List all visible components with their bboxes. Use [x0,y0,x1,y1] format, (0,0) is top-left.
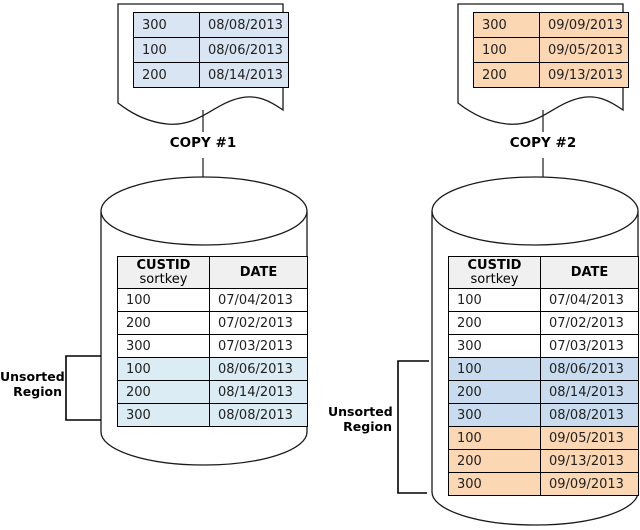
custid-cell: 300 [448,334,541,358]
custid-header-title: CUSTID [136,258,191,273]
custid-cell: 300 [117,334,210,358]
custid-cell: 300 [448,472,541,496]
custid-cell: 300 [117,403,210,427]
custid-cell: 100 [117,357,210,381]
custid-sortkey-header: CUSTID sortkey [448,256,541,289]
date-cell: 07/02/2013 [209,311,308,335]
right-unsorted-region-label: Unsorted Region [328,404,393,434]
right-unsorted-bracket [397,360,429,494]
copy1-label: COPY #1 [169,135,237,151]
custid-sortkey-header: CUSTID sortkey [117,256,210,289]
custid-header-title: CUSTID [467,258,522,273]
header-row: CUSTID sortkey DATE [117,256,308,289]
custid-cell: 200 [117,380,210,404]
custid-cell: 200 [448,449,541,473]
date-cell: 09/13/2013 [539,62,629,88]
date-header: DATE [540,256,639,289]
date-cell: 09/13/2013 [540,449,639,473]
date-cell: 08/14/2013 [540,380,639,404]
date-cell: 09/05/2013 [540,426,639,450]
custid-cell: 300 [473,12,540,38]
date-cell: 08/14/2013 [209,380,308,404]
custid-cell: 100 [117,288,210,312]
date-header: DATE [209,256,308,289]
date-cell: 09/09/2013 [540,472,639,496]
right-cylinder-top [431,176,639,246]
date-cell: 08/06/2013 [199,37,289,63]
date-cell: 07/03/2013 [209,334,308,358]
date-cell: 09/05/2013 [539,37,629,63]
custid-cell: 100 [473,37,540,63]
date-cell: 08/06/2013 [540,357,639,381]
left-unsorted-bracket [65,355,101,421]
date-cell: 07/03/2013 [540,334,639,358]
sortkey-header-subtitle: sortkey [139,272,188,287]
custid-cell: 300 [133,12,200,38]
left-unsorted-region-label: Unsorted Region [0,369,65,399]
date-cell: 08/14/2013 [199,62,289,88]
date-cell: 09/09/2013 [539,12,629,38]
custid-cell: 200 [117,311,210,335]
date-cell: 08/08/2013 [199,12,289,38]
date-cell: 07/04/2013 [209,288,308,312]
custid-cell: 200 [133,62,200,88]
custid-cell: 200 [473,62,540,88]
left-cylinder-top [100,176,308,246]
custid-cell: 200 [448,311,541,335]
date-cell: 08/06/2013 [209,357,308,381]
sortkey-header-subtitle: sortkey [470,272,519,287]
date-cell: 07/02/2013 [540,311,639,335]
custid-cell: 100 [448,288,541,312]
date-cell: 08/08/2013 [540,403,639,427]
custid-cell: 300 [448,403,541,427]
date-cell: 07/04/2013 [540,288,639,312]
date-cell: 08/08/2013 [209,403,308,427]
custid-cell: 100 [448,357,541,381]
copy2-label: COPY #2 [509,135,577,151]
custid-cell: 200 [448,380,541,404]
header-row: CUSTID sortkey DATE [448,256,639,289]
custid-cell: 100 [448,426,541,450]
custid-cell: 100 [133,37,200,63]
